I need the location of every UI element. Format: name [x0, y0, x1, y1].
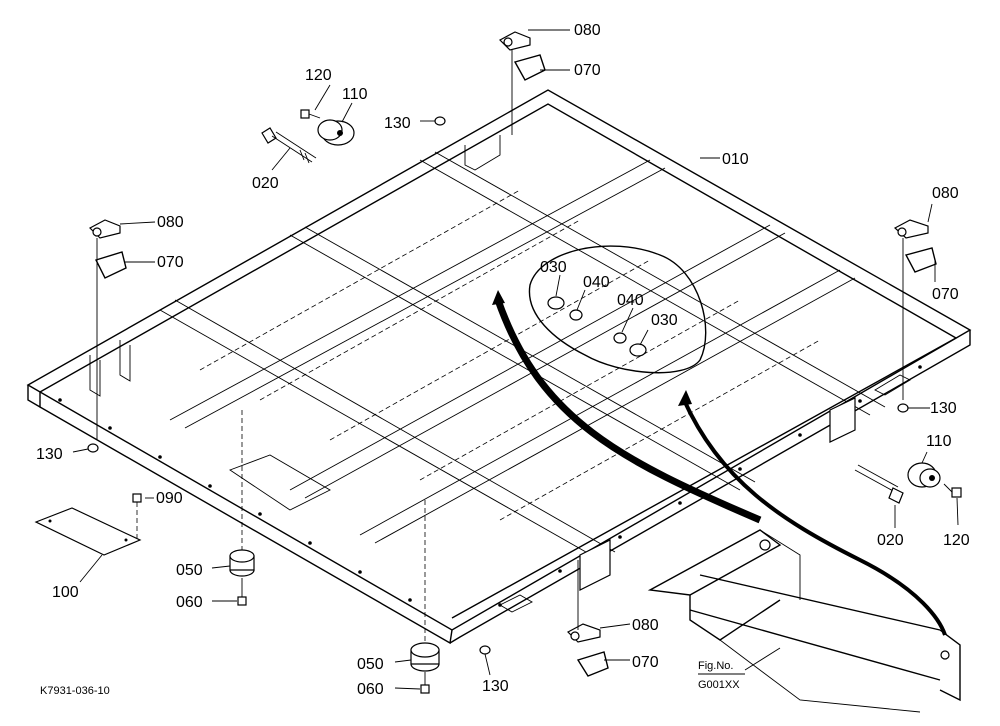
label-120-top: 120	[305, 67, 332, 84]
spacer-110-right	[907, 462, 941, 488]
detail-inset	[492, 245, 947, 636]
label-010: 010	[722, 151, 749, 168]
label-030-inset-right: 030	[651, 312, 678, 329]
label-110-top: 110	[342, 86, 368, 103]
label-130-left: 130	[36, 446, 63, 463]
bolt-020-top	[261, 127, 317, 164]
label-050-left: 050	[176, 562, 203, 579]
label-090: 090	[156, 490, 183, 507]
nut-130-bottom	[479, 645, 491, 655]
chassis-reference	[647, 529, 961, 713]
label-110-right: 110	[926, 433, 952, 450]
clamp-080-left	[89, 219, 127, 440]
label-120-right: 120	[943, 532, 970, 549]
bolt-060-left	[237, 578, 247, 606]
label-070-top: 070	[574, 62, 601, 79]
spacer-110-top	[317, 119, 355, 146]
label-130-top: 130	[384, 115, 411, 132]
nut-130-right	[897, 403, 909, 413]
label-080-top: 080	[574, 22, 601, 39]
clamp-080-bottom	[567, 560, 609, 677]
cushion-050-left	[229, 410, 255, 577]
label-100: 100	[52, 584, 79, 601]
label-070-right: 070	[932, 286, 959, 303]
fig-ref-label: Fig.No.	[698, 660, 733, 672]
label-060-left: 060	[176, 594, 203, 611]
label-060-bottom: 060	[357, 681, 384, 698]
bolt-060-bottom	[420, 672, 430, 694]
screw-090	[132, 493, 142, 538]
bolt-120-right	[943, 483, 962, 498]
label-070-left: 070	[157, 254, 184, 271]
label-130-right: 130	[930, 400, 957, 417]
leader-lines	[72, 29, 959, 690]
part-labels: 010 080 070 120 110 130 020 080 070 080 …	[36, 22, 970, 698]
floor-frame	[26, 89, 972, 645]
plate-100	[34, 507, 142, 556]
clamp-080-top	[499, 31, 546, 135]
label-070-bottom: 070	[632, 654, 659, 671]
label-080-right: 080	[932, 185, 959, 202]
fig-ref-code: G001XX	[698, 679, 740, 691]
label-130-bottom: 130	[482, 678, 509, 695]
nut-130-top	[434, 116, 446, 126]
bolt-020-right	[854, 464, 904, 504]
cushion-050-bottom	[410, 500, 440, 672]
clamp-080-right	[893, 219, 937, 400]
bolt-120-top	[300, 109, 321, 119]
label-030-inset-left: 030	[540, 259, 567, 276]
drawing-code: K7931-036-10	[40, 685, 110, 697]
label-020-top: 020	[252, 175, 279, 192]
label-040-inset-right: 040	[617, 292, 644, 309]
label-040-inset-left: 040	[583, 274, 610, 291]
nut-130-left	[87, 443, 99, 453]
label-050-bottom: 050	[357, 656, 384, 673]
label-080-bottom: 080	[632, 617, 659, 634]
label-080-left: 080	[157, 214, 184, 231]
label-020-right: 020	[877, 532, 904, 549]
